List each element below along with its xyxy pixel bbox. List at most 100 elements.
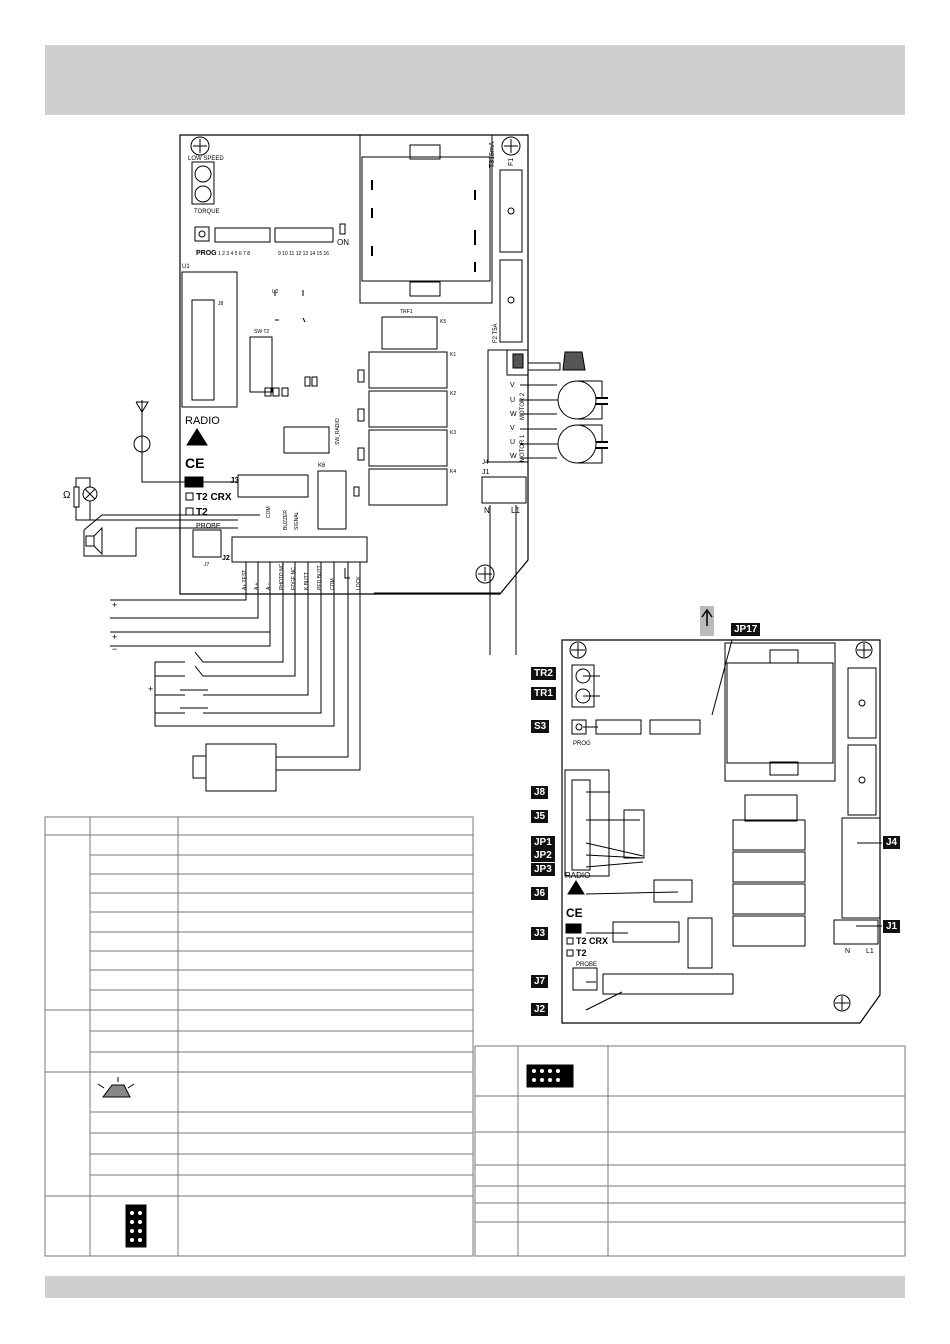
control-board-left: LOW SPEED TORQUE PROG 1 2 3 4 5 6 7 8 9 …	[63, 134, 608, 792]
sw-radio-label: SW_RADIO	[335, 418, 341, 445]
s3-button	[194, 226, 210, 242]
tag-tr1: TR1	[531, 687, 556, 700]
resistor-icon	[73, 486, 80, 508]
mount-hole	[569, 641, 587, 659]
control-board-right: PROG RADIO CE T2 CRX T2 PROBE N L1	[561, 606, 882, 1024]
radio-label: RADIO	[185, 415, 220, 427]
radio-module	[181, 271, 238, 408]
j3-term-signal: SIGNAL	[294, 511, 300, 530]
jumper-10pin-icon	[526, 1064, 574, 1088]
j2-term-4: EDGE NC	[291, 567, 297, 590]
tag-j5: J5	[531, 810, 549, 823]
j4-label: J4	[482, 460, 489, 466]
relay-k5	[381, 316, 438, 350]
t315-label: T315mA	[489, 141, 496, 168]
tag-j8: J8	[531, 786, 549, 799]
j3-terminal	[237, 474, 309, 498]
trf1-label: TRF1	[400, 309, 413, 315]
footer-banner	[45, 1276, 905, 1298]
minus-2: −	[112, 644, 117, 654]
right-radio-label: RADIO	[565, 871, 590, 880]
tag-tr2: TR2	[531, 667, 556, 680]
tag-jp17: JP17	[731, 623, 761, 636]
transformer-trf1	[359, 134, 493, 304]
j2-term-3: PHOTO NC	[279, 563, 285, 590]
prog-label: PROG	[196, 250, 217, 257]
j7-probe-connector	[192, 529, 222, 558]
m2-v: V	[510, 382, 515, 389]
tag-jp1: JP1	[531, 836, 555, 849]
right-prog-label: PROG	[573, 741, 591, 747]
j3-term-com: COM	[266, 506, 272, 518]
relay-k3	[368, 429, 448, 467]
j2-term-5: K BUTT	[304, 572, 310, 590]
t2crx-label: T2 CRX	[196, 492, 232, 503]
n-label: N	[484, 506, 490, 515]
k6-relay	[317, 470, 347, 530]
f1-label: F1	[508, 158, 515, 166]
k1-label: K1	[450, 352, 456, 358]
pot-block	[191, 161, 215, 205]
t2-label: T2	[196, 507, 208, 518]
j2-term-0: A+ TEST	[242, 570, 248, 590]
relay-k2	[368, 390, 448, 428]
sw-t2-block	[249, 336, 273, 393]
plus-2: +	[112, 632, 117, 642]
m1-w: W	[510, 453, 517, 460]
tag-j2: J2	[531, 1003, 549, 1016]
right-t2crx-label: T2 CRX	[576, 936, 608, 946]
mount-hole	[190, 136, 210, 156]
motor1-label: MOTOR 1	[520, 434, 526, 462]
tag-jp3: JP3	[531, 863, 555, 876]
right-probe-label: PROBE	[576, 962, 597, 968]
k4-label: K4	[450, 469, 456, 475]
fuse-f2	[499, 259, 523, 343]
plus-3: +	[148, 684, 153, 694]
flashing-lamp-icon	[562, 351, 586, 371]
j2-term-2: A −	[266, 583, 272, 590]
j8-label: J8	[218, 301, 224, 307]
tag-s3: S3	[531, 720, 550, 733]
esd-warning-icon	[186, 428, 208, 446]
dip-numbers-b: 9 10 11 12 13 14 15 16	[278, 251, 329, 257]
right-ce-mark: CE	[566, 906, 583, 920]
sw-t2-label: SW T2	[254, 329, 269, 335]
antenna-icon	[135, 400, 238, 483]
tag-j1: J1	[883, 920, 901, 933]
j1-label: J1	[482, 469, 490, 476]
sw-radio-block	[283, 426, 330, 454]
motor-2-icon	[557, 380, 597, 420]
pot-label-low-speed: LOW SPEED	[188, 156, 224, 162]
dip-numbers-a: 1 2 3 4 5 6 7 8	[218, 251, 250, 257]
j3-label: J3	[230, 476, 239, 485]
mount-hole	[855, 641, 873, 659]
k2-label: K2	[450, 391, 456, 397]
k6-label: K6	[318, 463, 326, 469]
j2-term-9: LOCK	[356, 576, 362, 590]
motor-1-icon	[557, 424, 597, 464]
dip-switch-s2	[274, 227, 334, 243]
m1-u: U	[510, 439, 515, 446]
tag-jp2: JP2	[531, 849, 555, 862]
tag-j7: J7	[531, 975, 549, 988]
j2-term-7: COM	[330, 578, 336, 590]
minus-1: −	[112, 613, 117, 623]
right-t2-label: T2	[576, 948, 587, 958]
buzzer-icon	[85, 535, 95, 547]
header-banner	[45, 45, 905, 115]
m1-v: V	[510, 425, 515, 432]
j2-label: J2	[222, 555, 230, 562]
j2-term-1: A +	[254, 583, 260, 590]
m2-w: W	[510, 411, 517, 418]
m2-u: U	[510, 397, 515, 404]
relay-k1	[368, 351, 448, 389]
right-table	[474, 1045, 906, 1257]
left-table	[44, 816, 474, 1257]
plus-1: +	[112, 600, 117, 610]
right-n-label: N	[845, 948, 850, 955]
mount-hole	[475, 564, 495, 584]
j1-terminal	[481, 476, 527, 504]
j7-label: J7	[204, 562, 210, 568]
u1-label: U1	[182, 264, 190, 270]
j3-term-buzzer: BUZZER	[283, 510, 289, 530]
